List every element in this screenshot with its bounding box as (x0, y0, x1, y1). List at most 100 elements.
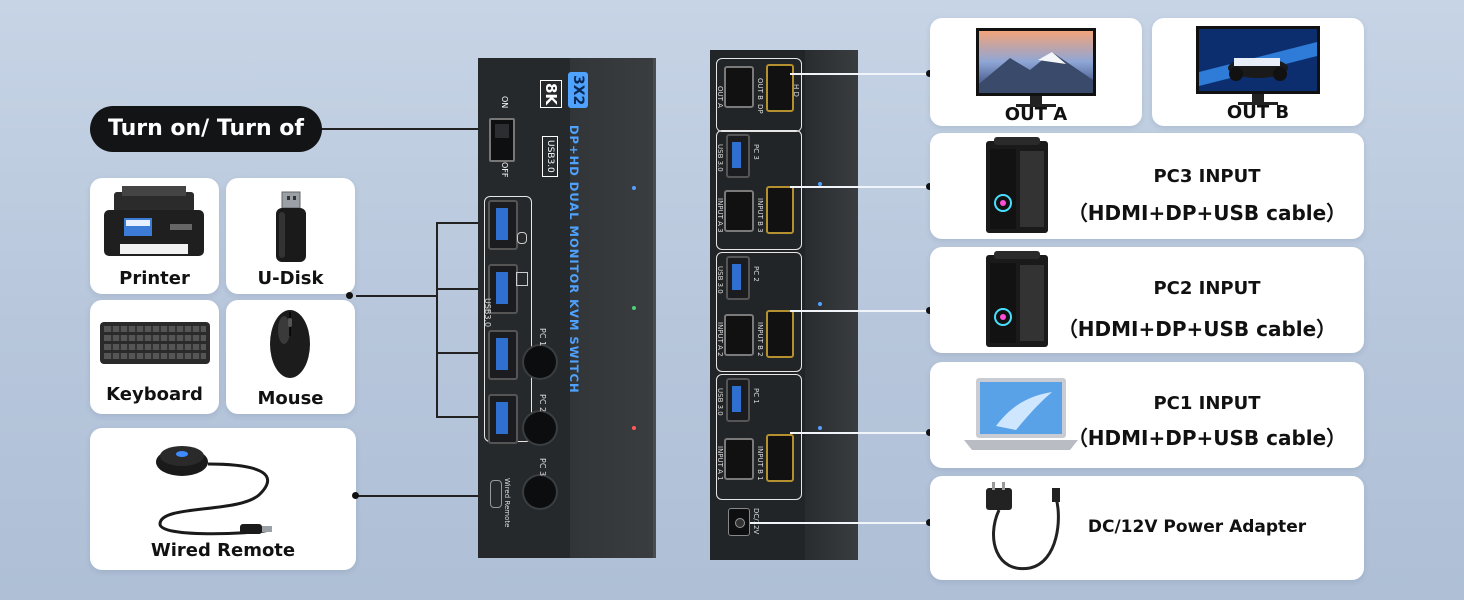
pc3-dp-port[interactable] (724, 190, 754, 232)
pc3-label-back: PC 3 (752, 144, 760, 160)
input-a3-label: INPUT A 3 (716, 198, 724, 233)
laptop-icon (964, 378, 1078, 450)
pc2-card: PC2 INPUT （HDMI+DP+USB cable） (930, 247, 1364, 353)
pc3-leader (790, 186, 930, 188)
connector-line (436, 222, 488, 224)
connector-dot (926, 429, 933, 436)
back-led-3 (818, 426, 822, 430)
pc3-card: PC3 INPUT （HDMI+DP+USB cable） (930, 133, 1364, 239)
out-b-label: OUT B (756, 78, 764, 100)
out-b-hd-port[interactable] (766, 64, 794, 112)
input-a2-label: INPUT A 2 (716, 322, 724, 357)
back-led-2 (818, 302, 822, 306)
connector-line (322, 128, 490, 130)
pc2-usb-port[interactable] (726, 256, 750, 300)
pc1-label-back: PC 1 (752, 388, 760, 404)
pc3-label: PC 3 (538, 458, 547, 477)
keyboard-label: Keyboard (106, 384, 203, 405)
connector-dot (926, 307, 933, 314)
badge-usb: USB3.0 (542, 136, 558, 177)
connector-dot (926, 519, 933, 526)
power-card: DC/12V Power Adapter (930, 476, 1364, 580)
connector-line (436, 416, 488, 418)
pc3-hd-port[interactable] (766, 186, 794, 234)
usb-port-4[interactable] (488, 394, 518, 444)
pc2-led (632, 306, 636, 310)
pc1-title: PC1 INPUT (1153, 393, 1261, 414)
connector-line (436, 352, 488, 354)
pc2-dp-port[interactable] (724, 314, 754, 356)
pc3-usb-port[interactable] (726, 134, 750, 178)
mouse-label: Mouse (257, 388, 324, 409)
power-switch[interactable] (489, 118, 515, 162)
connector-line (436, 288, 488, 290)
pc3-button[interactable] (524, 476, 556, 508)
mouse-port-icon (517, 232, 527, 244)
wired-remote-label: Wired Remote (150, 540, 296, 561)
pc3-usb-label: USB 3.0 (716, 144, 724, 172)
connector-line (356, 495, 490, 497)
usb-label: USB3.0 (483, 298, 492, 328)
usb-port-2[interactable] (488, 264, 518, 314)
pc2-subtitle: （HDMI+DP+USB cable） (1057, 317, 1337, 341)
wired-remote-port[interactable] (490, 480, 502, 508)
badge-3x2: 3X2 (568, 72, 588, 109)
mouse-card: Mouse (226, 300, 355, 414)
pc2-label: PC 2 (538, 394, 547, 413)
pc1-leader (790, 432, 930, 434)
out-a-dp-port[interactable] (724, 66, 754, 108)
mouse-icon (270, 310, 310, 378)
pc-tower-icon (986, 251, 1048, 347)
pc3-title: PC3 INPUT (1153, 166, 1261, 187)
wired-remote-icon (156, 446, 272, 536)
off-label: OFF (500, 162, 509, 178)
pc2-label-back: PC 2 (752, 266, 760, 282)
connector-dot (926, 70, 933, 77)
usb-drive-icon (276, 191, 306, 262)
connector-line (356, 295, 436, 297)
wired-remote-port-label: Wired Remote (503, 478, 511, 528)
pc1-subtitle: （HDMI+DP+USB cable） (1067, 426, 1347, 450)
printer-label: Printer (119, 268, 190, 289)
power-leader (750, 522, 930, 524)
out-a-label: OUT A (716, 86, 724, 108)
pc1-label: PC 1 (538, 328, 547, 347)
input-b3-label: INPUT B 3 (756, 198, 764, 233)
out-leader (790, 73, 930, 75)
pc1-card: PC1 INPUT （HDMI+DP+USB cable） (930, 362, 1364, 468)
udisk-label: U-Disk (257, 268, 324, 289)
out-a-card: OUT A (930, 18, 1142, 126)
connector-dot (352, 492, 359, 499)
product-text: DP+HD DUAL MONITOR KVM SWITCH (567, 125, 581, 394)
pc1-hd-port[interactable] (766, 434, 794, 482)
output-group (716, 58, 802, 132)
pc2-hd-port[interactable] (766, 310, 794, 358)
keyboard-icon (100, 322, 210, 364)
power-adapter-icon (986, 482, 1060, 571)
monitor-icon (976, 28, 1096, 107)
keyboard-card: Keyboard (90, 300, 219, 414)
wired-remote-card: Wired Remote (90, 428, 356, 570)
pc1-usb-port[interactable] (726, 378, 750, 422)
pc2-usb-label: USB 3.0 (716, 266, 724, 294)
printer-icon (104, 186, 204, 256)
usb-port-1[interactable] (488, 200, 518, 250)
connector-dot (926, 183, 933, 190)
printer-card: Printer (90, 178, 219, 294)
on-label: ON (500, 96, 509, 109)
pc2-title: PC2 INPUT (1153, 278, 1261, 299)
pc1-led (632, 186, 636, 190)
pc1-dp-port[interactable] (724, 438, 754, 480)
pc2-input-group (716, 252, 802, 372)
pc1-usb-label: USB 3.0 (716, 388, 724, 416)
hd-label: H D (792, 84, 800, 97)
usb-port-3[interactable] (488, 330, 518, 380)
out-a-label: OUT A (1004, 104, 1068, 125)
pc1-button[interactable] (524, 346, 556, 378)
monitor-icon (1196, 26, 1320, 105)
pc2-button[interactable] (524, 412, 556, 444)
input-b2-label: INPUT B 2 (756, 322, 764, 357)
connector-line (436, 222, 438, 416)
dc-power-jack[interactable] (728, 508, 750, 536)
udisk-card: U-Disk (226, 178, 355, 294)
